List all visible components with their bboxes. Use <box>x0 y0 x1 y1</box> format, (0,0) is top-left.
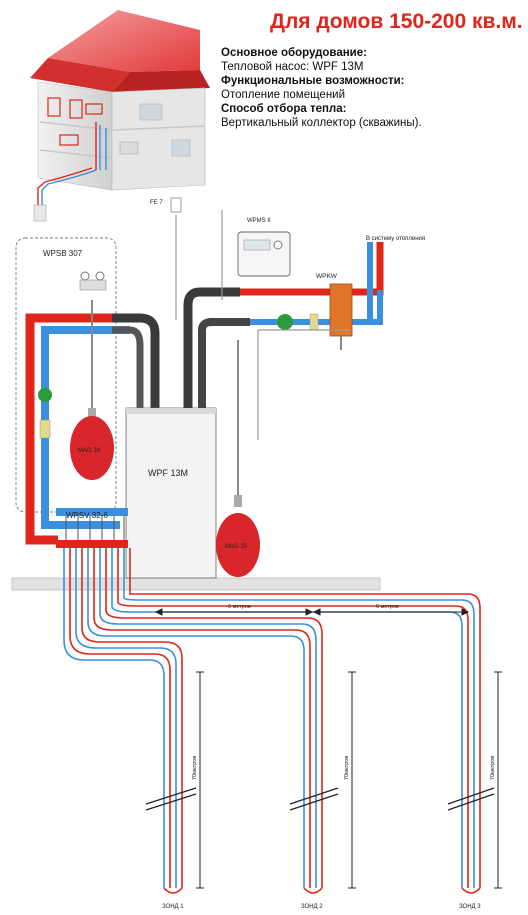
ground-slab <box>11 577 381 591</box>
spacing-label-2: 6 метров <box>376 604 399 610</box>
valve-left <box>39 419 51 439</box>
controller-wpms <box>237 231 291 277</box>
safety-group <box>79 279 107 291</box>
return-from-heating <box>250 242 383 325</box>
heating-supply-pipe <box>25 313 130 545</box>
method-heading: Способ отбора тепла: <box>221 103 347 115</box>
wpf-label: WPF 13M <box>148 468 188 478</box>
house-illustration <box>30 10 210 222</box>
wpsv-red-manifold <box>56 540 128 548</box>
wpsv-blue-manifold <box>56 508 128 516</box>
function-heading: Функциональные возможности: <box>221 75 405 87</box>
depth-label-3: 70метров <box>490 756 496 780</box>
wpms-label: WPMS II <box>247 218 271 224</box>
ground-loop-pipes <box>63 548 481 888</box>
dark-pipe-2 <box>112 326 144 408</box>
expansion-tank-mag25 <box>216 495 260 577</box>
dark-pipe-4 <box>198 318 250 408</box>
dark-pipe-3 <box>183 287 240 408</box>
heat-pump-wpf13m <box>125 407 217 579</box>
depth-label-2: 70метров <box>344 756 350 780</box>
spacing-dimensions <box>154 608 470 616</box>
probe-label-3: ЗОНД 3 <box>459 904 481 910</box>
dark-pipe-1 <box>112 313 160 408</box>
probe-label-2: ЗОНД 2 <box>301 904 323 910</box>
circulation-pump-left <box>38 388 52 402</box>
equipment-heading: Основное оборудование: <box>221 47 367 59</box>
valve-right <box>309 313 319 331</box>
wpkw-hydraulic-separator <box>329 283 353 337</box>
depth-label-1: 70метров <box>192 756 198 780</box>
probe-label-1: ЗОНД 1 <box>162 904 184 910</box>
wpsb-label: WPSB 307 <box>43 249 83 258</box>
circulation-pump-right <box>277 314 293 330</box>
mag25-label: MAG 25 <box>225 544 248 550</box>
equipment-value: Тепловой насос: WPF 13M <box>221 61 364 73</box>
mag18-label: MAG 18 <box>78 448 101 454</box>
fe7-label: FE 7 <box>150 200 163 206</box>
system-description: Основное оборудование: Тепловой насос: W… <box>221 46 521 130</box>
wpkw-label: WPKW <box>316 273 338 280</box>
control-wiring <box>175 210 350 440</box>
expansion-tank-mag18 <box>70 408 114 480</box>
heating-system-label: В систему отопления <box>366 236 425 242</box>
depth-dimensions <box>196 671 502 889</box>
function-value: Отопление помещений <box>221 89 346 101</box>
page-title: Для домов 150-200 кв.м. <box>270 10 523 33</box>
spacing-label-1: 6 метров <box>228 604 251 610</box>
wpsv-label: WPSV 32-6 <box>66 511 108 520</box>
fe7-device <box>170 197 182 213</box>
method-value: Вертикальный коллектор (скважины). <box>221 117 422 129</box>
